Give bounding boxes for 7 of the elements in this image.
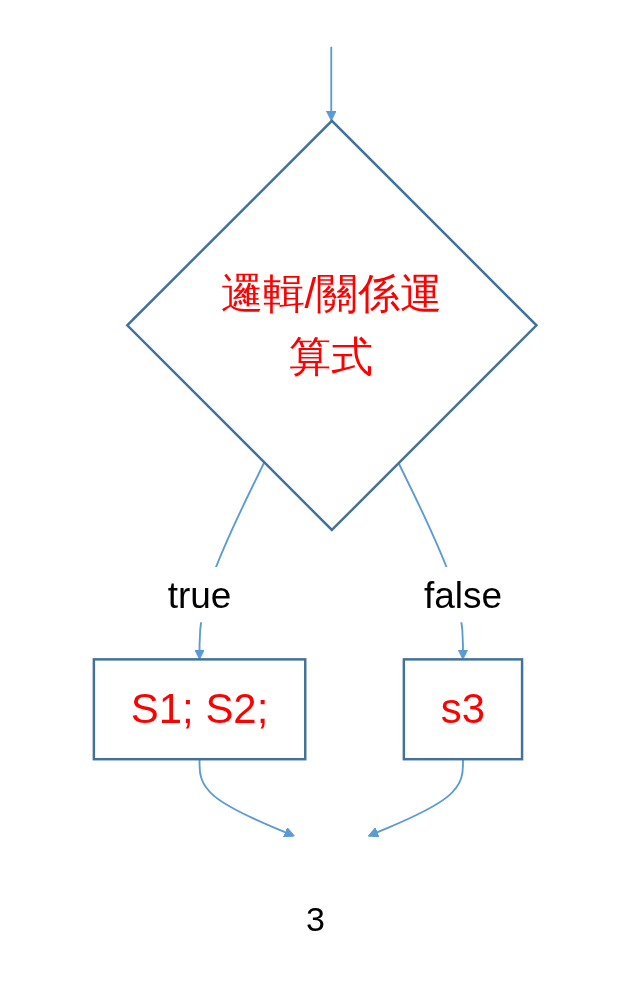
page-number: 3: [306, 900, 325, 939]
node-box: s3: [402, 658, 524, 761]
node-box: S1; S2;: [92, 658, 307, 761]
arrow: [326, 45, 337, 122]
edge-label: false: [424, 574, 503, 615]
node-diamond: 邏輯/關係運算式: [125, 119, 539, 532]
edge-label: true: [168, 574, 232, 615]
